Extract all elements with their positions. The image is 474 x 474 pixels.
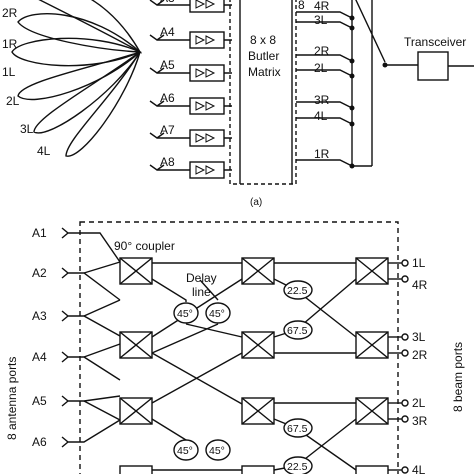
antenna-label: A7: [160, 123, 175, 137]
top-port-label: 8: [298, 0, 305, 12]
phase-label: 45°: [177, 308, 193, 320]
beam-label: 2R: [2, 6, 18, 20]
radiation-lobes: [11, 0, 142, 157]
beam-port-label: 3L: [412, 330, 426, 344]
coupler-column-3: [355, 257, 389, 474]
beam-port-label: 4R: [412, 278, 428, 292]
coupler-label: 90° coupler: [114, 239, 175, 253]
phase-label: 67.5: [287, 325, 308, 337]
port-label: 3L: [314, 13, 328, 27]
antenna-label: A4: [32, 350, 47, 364]
antenna-label: A1: [32, 226, 47, 240]
delay-label-line: Delay: [186, 271, 217, 285]
antenna-label: A6: [160, 91, 175, 105]
beam-label: 2L: [6, 94, 20, 108]
delay-ellipses: [173, 302, 231, 461]
phase-label: 22.5: [287, 461, 308, 473]
beam-port-label: 1L: [412, 256, 426, 270]
antenna-label: A6: [32, 435, 47, 449]
butler-network-box: [79, 221, 399, 474]
antenna-label: A8: [160, 155, 175, 169]
phase-label: 22.5: [287, 285, 308, 297]
delay-label-line: line: [192, 285, 211, 299]
transceiver-box: [417, 51, 449, 81]
coupler-column-1: [119, 257, 153, 474]
panel-b: [61, 221, 409, 474]
antenna-feeds-b: [61, 227, 121, 448]
beam-port-label: 2R: [412, 348, 428, 362]
antenna-label: A5: [32, 394, 47, 408]
antenna-label: A5: [160, 58, 175, 72]
matrix-label-line: Matrix: [248, 65, 281, 79]
transceiver-label: Transceiver: [404, 35, 466, 49]
beam-label: 4L: [37, 144, 51, 158]
butler-matrix-box: [229, 0, 297, 185]
antenna-label: A2: [32, 266, 47, 280]
port-label: 2R: [314, 44, 330, 58]
antenna-label: A3: [32, 309, 47, 323]
antenna-label: A3: [160, 0, 175, 5]
beam-port-label: 2L: [412, 396, 426, 410]
beam-port-label: 4L: [412, 463, 426, 474]
beam-ports-side-label: 8 beam ports: [451, 342, 465, 412]
port-label: 4R: [314, 0, 330, 13]
beam-port-lines: [388, 262, 402, 471]
antenna-ports-side-label: 8 antenna ports: [5, 357, 19, 440]
phase-label: 45°: [209, 308, 225, 320]
port-label: 4L: [314, 109, 328, 123]
matrix-output-lines: [296, 11, 353, 167]
phase-label: 45°: [209, 445, 225, 457]
phase-label: 45°: [177, 445, 193, 457]
matrix-label-line: 8 x 8: [250, 33, 276, 47]
phase-label: 67.5: [287, 423, 308, 435]
beam-port-terminals: [401, 259, 409, 474]
panel-b-labels: A1 A2 A3 A4 A5 A6 90° coupler Delay line…: [5, 226, 465, 474]
beam-label: 1L: [2, 65, 16, 79]
beam-label: 1R: [2, 37, 18, 51]
antenna-rows-a: [149, 0, 190, 171]
matrix-label-line: Butler: [248, 49, 279, 63]
phase-ellipses: [283, 280, 313, 474]
beam-label: 3L: [20, 122, 34, 136]
caption-a: (a): [250, 197, 262, 208]
panel-a-labels: 2R 1R 1L 2L 3L 4L A3 A4 A5 A6 A7 A8 8 x …: [2, 0, 466, 208]
port-label: 1R: [314, 147, 330, 161]
beam-port-label: 3R: [412, 414, 428, 428]
port-label: 2L: [314, 61, 328, 75]
panel-a: [11, 0, 474, 185]
antenna-label: A4: [160, 25, 175, 39]
switch-bus: [351, 0, 386, 167]
switch-contacts: [349, 15, 388, 169]
amplifier-blocks: [189, 0, 232, 179]
coupler-column-2: [241, 257, 275, 474]
port-label: 3R: [314, 93, 330, 107]
